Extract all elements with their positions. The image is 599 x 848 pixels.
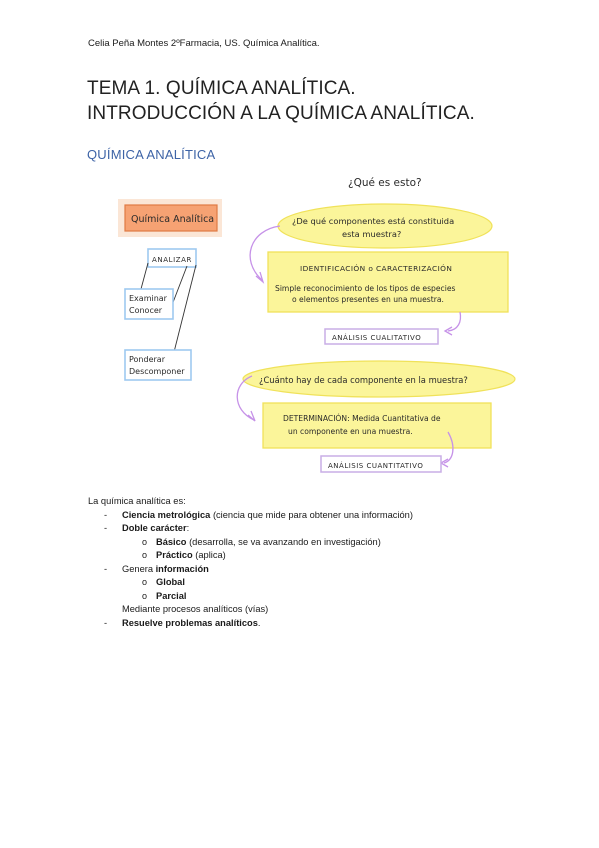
item-4-bold: Resuelve problemas analíticos bbox=[122, 617, 258, 628]
item-2-sub-1-bold: Básico bbox=[156, 536, 187, 547]
sub-list-item: Parcial bbox=[122, 590, 558, 604]
arrow-head-icon bbox=[255, 271, 265, 284]
list-item: Genera información Global Parcial Median… bbox=[88, 563, 558, 617]
question-top: ¿Qué es esto? bbox=[348, 177, 422, 189]
determination-box bbox=[262, 402, 492, 449]
main-list: Ciencia metrológica (ciencia que mide pa… bbox=[88, 509, 558, 631]
item-2-rest: : bbox=[186, 523, 190, 533]
sub-list: Básico (desarrolla, se va avanzando en i… bbox=[122, 536, 558, 563]
concept-diagram: ¿Qué es esto? Química Analítica ANALIZAR… bbox=[118, 177, 516, 473]
item-3-sub-1: Global bbox=[156, 577, 185, 587]
analisis-cuantitativo-box bbox=[320, 455, 442, 473]
page-header: Celia Peña Montes 2ºFarmacia, US. Químic… bbox=[88, 38, 320, 49]
item-3-sub-2: Parcial bbox=[156, 590, 187, 601]
analizar-label: ANALIZAR bbox=[152, 256, 192, 264]
examinar-line-2: Conocer bbox=[129, 306, 163, 315]
connector-line bbox=[140, 262, 149, 290]
identification-line-2: o elementos presentes en una muestra. bbox=[292, 295, 444, 304]
connector-line bbox=[171, 264, 197, 361]
item-1-rest: (ciencia que mide para obtener una infor… bbox=[210, 509, 413, 520]
arrow-head-icon bbox=[443, 326, 453, 336]
ponderar-line-2: Descomponer bbox=[129, 367, 185, 376]
arrow-line bbox=[249, 225, 281, 281]
identification-line-1: Simple reconocimiento de los tipos de es… bbox=[275, 284, 456, 293]
item-2-sub-1-rest: (desarrolla, se va avanzando en investig… bbox=[186, 536, 381, 547]
body-content: La química analítica es: Ciencia metroló… bbox=[88, 495, 558, 630]
question-1-line-2: esta muestra? bbox=[342, 229, 401, 239]
title-line-1: TEMA 1. QUÍMICA ANALÍTICA. bbox=[87, 78, 356, 99]
list-item: Ciencia metrológica (ciencia que mide pa… bbox=[88, 509, 558, 523]
main-box-label: Química Analítica bbox=[131, 214, 214, 225]
determination-line-2: un componente en una muestra. bbox=[288, 427, 413, 436]
question-1-oval bbox=[277, 203, 493, 249]
sub-list: Global Parcial bbox=[122, 576, 558, 603]
identification-box bbox=[267, 251, 509, 313]
analisis-cualitativo-label: ANÁLISIS CUALITATIVO bbox=[332, 333, 421, 342]
ponderar-line-1: Ponderar bbox=[129, 355, 166, 364]
page-title: TEMA 1. QUÍMICA ANALÍTICA. INTRODUCCIÓN … bbox=[87, 76, 475, 126]
item-2-bold: Doble carácter bbox=[122, 523, 187, 533]
question-1-line-1: ¿De qué componentes está constituida bbox=[292, 216, 454, 226]
item-1-bold: Ciencia metrológica bbox=[122, 509, 211, 520]
examinar-line-1: Examinar bbox=[129, 294, 168, 303]
sub-list-item: Básico (desarrolla, se va avanzando en i… bbox=[122, 536, 558, 550]
arrow-line bbox=[236, 375, 255, 421]
arrow-line bbox=[443, 431, 454, 464]
item-2-sub-2-rest: (aplica) bbox=[192, 550, 226, 560]
list-item: Doble carácter: Básico (desarrolla, se v… bbox=[88, 522, 558, 563]
connector-line bbox=[171, 265, 188, 306]
arrow-line bbox=[447, 311, 462, 332]
item-3-bold: información bbox=[155, 563, 209, 574]
list-item: Resuelve problemas analíticos. bbox=[88, 617, 558, 631]
determination-line-1: DETERMINACIÓN: Medida Cuantitativa de bbox=[283, 414, 441, 423]
question-2-oval bbox=[242, 360, 516, 398]
analisis-cuantitativo-label: ANÁLISIS CUANTITATIVO bbox=[328, 461, 423, 470]
sub-list-item: Global bbox=[122, 576, 558, 590]
title-line-2: INTRODUCCIÓN A LA QUÍMICA ANALÍTICA. bbox=[87, 103, 475, 124]
sub-list-item: Práctico (aplica) bbox=[122, 549, 558, 563]
intro-text: La química analítica es: bbox=[88, 496, 186, 506]
item-3-pre: Genera bbox=[122, 563, 156, 574]
main-box bbox=[124, 204, 218, 232]
question-2-text: ¿Cuánto hay de cada componente en la mue… bbox=[259, 375, 468, 385]
examinar-box bbox=[124, 288, 174, 320]
identification-title: IDENTIFICACIÓN o CARACTERIZACIÓN bbox=[300, 264, 452, 273]
arrow-head-icon bbox=[247, 410, 256, 422]
ponderar-box bbox=[124, 349, 192, 381]
item-2-sub-2-bold: Práctico bbox=[156, 550, 193, 560]
section-heading: QUÍMICA ANALÍTICA bbox=[87, 147, 216, 162]
item-3-after: Mediante procesos analíticos (vías) bbox=[122, 604, 269, 614]
analizar-box bbox=[147, 248, 197, 268]
item-4-rest: . bbox=[257, 617, 261, 628]
analisis-cualitativo-box bbox=[324, 328, 439, 345]
